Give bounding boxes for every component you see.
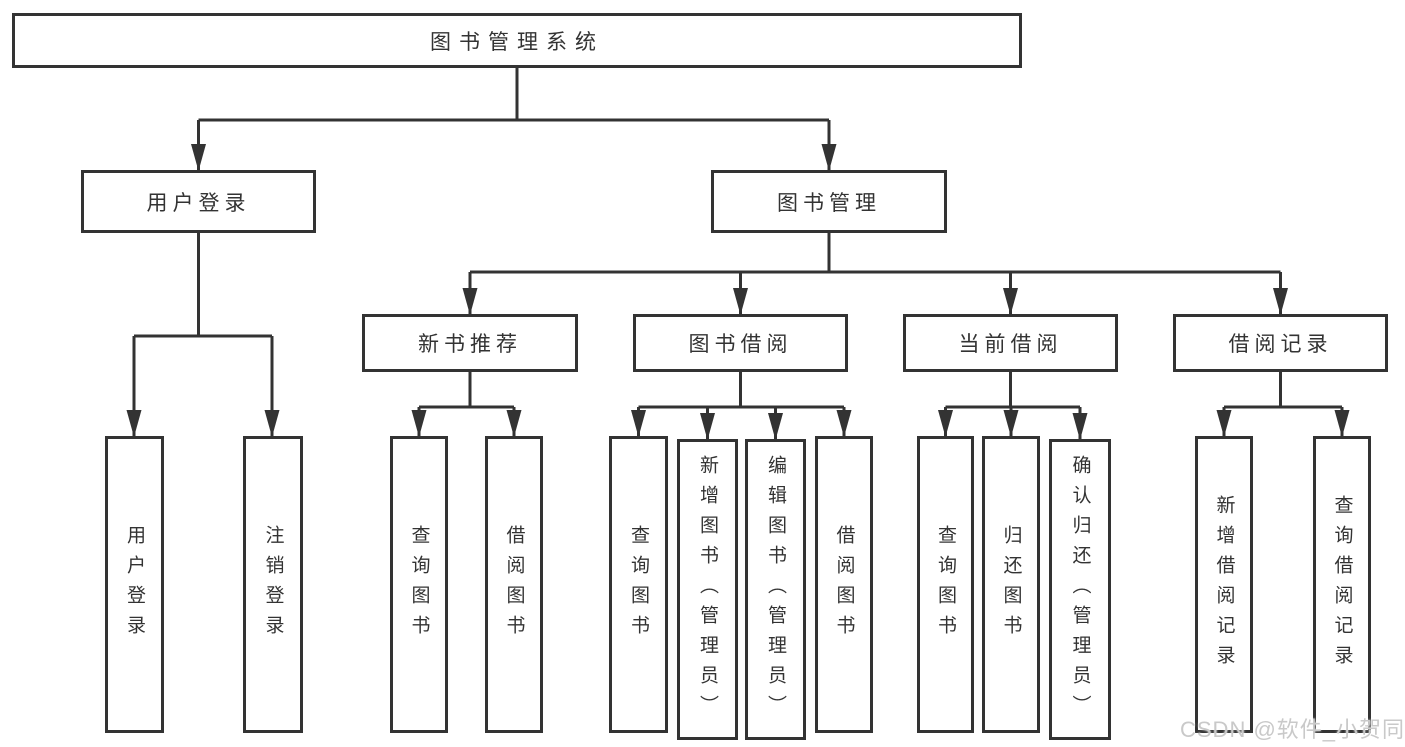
leaf-query-borrow-record: 查询借阅记录 xyxy=(1313,436,1371,733)
leaf-query-books-borrowing: 查询图书 xyxy=(609,436,668,733)
leaf-user-login: 用户登录 xyxy=(105,436,164,733)
leaf-edit-book-admin: 编辑图书（管理员） xyxy=(745,439,806,740)
node-book-borrowing: 图书借阅 xyxy=(633,314,848,372)
node-borrowing-records: 借阅记录 xyxy=(1173,314,1388,372)
leaf-return-book: 归还图书 xyxy=(982,436,1040,733)
leaf-query-books-current: 查询图书 xyxy=(917,436,974,733)
node-user-login: 用户登录 xyxy=(81,170,316,233)
leaf-borrow-books-recommend: 借阅图书 xyxy=(485,436,543,733)
node-book-management: 图书管理 xyxy=(711,170,947,233)
leaf-borrow-books-borrowing: 借阅图书 xyxy=(815,436,873,733)
node-current-borrowing: 当前借阅 xyxy=(903,314,1118,372)
leaf-logout: 注销登录 xyxy=(243,436,303,733)
node-library-system: 图书管理系统 xyxy=(12,13,1022,68)
leaf-confirm-return-admin: 确认归还（管理员） xyxy=(1049,439,1111,740)
leaf-query-books-recommend: 查询图书 xyxy=(390,436,448,733)
leaf-add-book-admin: 新增图书（管理员） xyxy=(677,439,738,740)
node-new-book-recommendation: 新书推荐 xyxy=(362,314,578,372)
leaf-add-borrow-record: 新增借阅记录 xyxy=(1195,436,1253,733)
watermark-text: CSDN @软件_小贺同学 xyxy=(1180,717,1405,742)
